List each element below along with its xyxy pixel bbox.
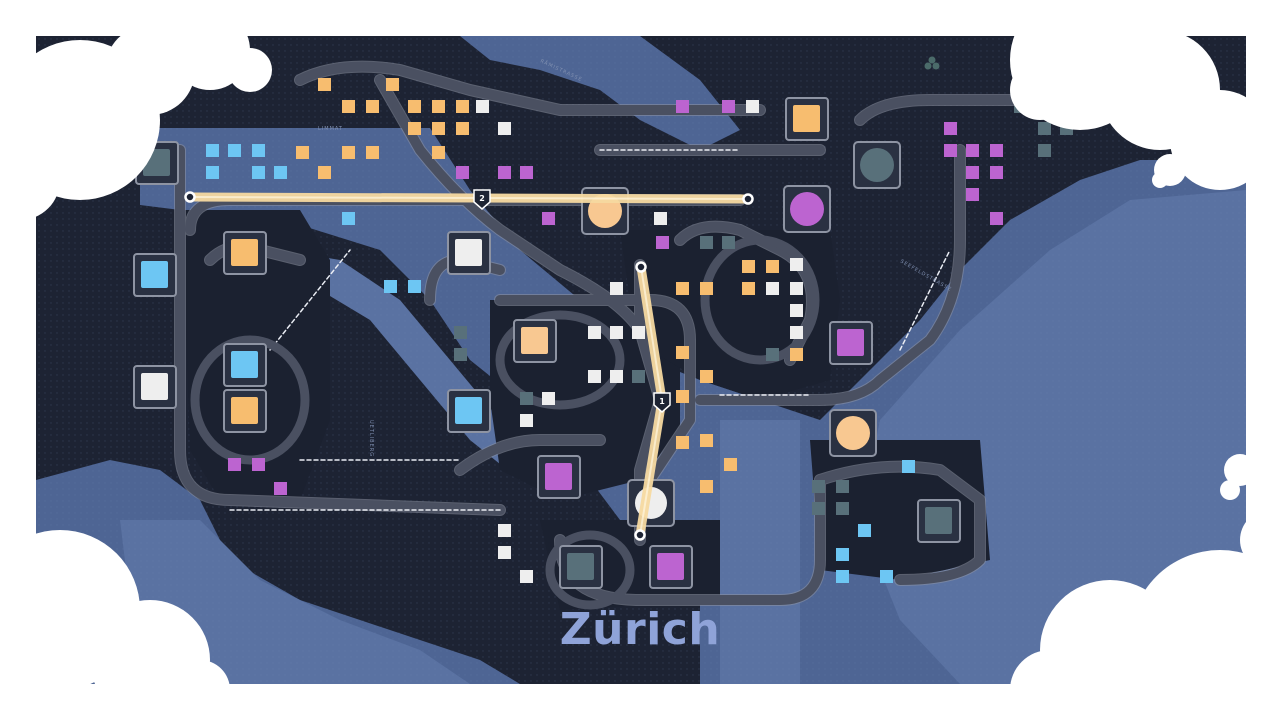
- destination-slate-2: [559, 545, 603, 589]
- city-name-label: Zürich: [559, 604, 721, 655]
- destination-orange-3: [785, 97, 829, 141]
- destination-magenta-2: [649, 545, 693, 589]
- houses-magenta: [228, 100, 1003, 495]
- destination-orange-2: [223, 389, 267, 433]
- houses-white: [476, 100, 803, 583]
- destination-blue-2: [223, 343, 267, 387]
- street-label-uetliberg: UETLIBERG: [368, 420, 374, 457]
- line-1-badge[interactable]: 1: [653, 392, 671, 413]
- destination-magenta-3: [829, 321, 873, 365]
- line-1-number: 1: [659, 397, 665, 406]
- houses-slate: [454, 100, 1073, 515]
- destination-round-peach-2: [829, 409, 877, 457]
- station-east: [742, 193, 754, 205]
- station-north: [635, 261, 647, 273]
- destination-orange-1: [223, 231, 267, 275]
- station-south: [634, 529, 646, 541]
- building-blocks: [133, 78, 1073, 589]
- destination-slate-3: [917, 499, 961, 543]
- line-2-number: 2: [479, 194, 485, 203]
- station-west: [184, 191, 196, 203]
- houses-blue: [206, 144, 915, 583]
- destination-round-magenta-1: [783, 185, 831, 233]
- destination-blue-3: [447, 389, 491, 433]
- metro-line-2[interactable]: [185, 192, 753, 204]
- destination-magenta-1: [537, 455, 581, 499]
- destination-peach-1: [513, 319, 557, 363]
- destination-white-1: [133, 365, 177, 409]
- houses-orange: [296, 78, 803, 493]
- destination-white-2: [447, 231, 491, 275]
- street-label-limmat: LIMMAT: [318, 126, 343, 132]
- destination-round-slate-1: [853, 141, 901, 189]
- metro-stations[interactable]: [184, 191, 754, 541]
- tree-icon: [924, 56, 940, 70]
- destination-blue-1: [133, 253, 177, 297]
- line-2-badge[interactable]: 2: [473, 189, 491, 210]
